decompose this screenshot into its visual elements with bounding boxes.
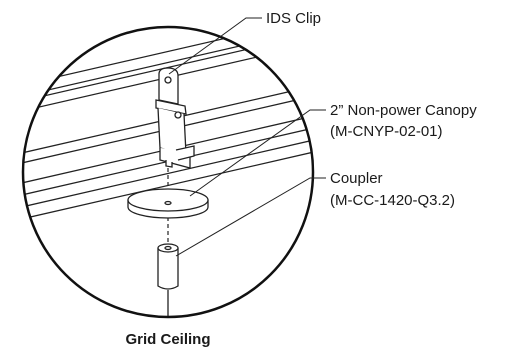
canopy-disc (127, 188, 209, 219)
canopy-part-number: (M-CNYP-02-01) (330, 123, 443, 140)
ids-clip (155, 67, 195, 169)
detail-view (23, 27, 313, 317)
coupler-part-number: (M-CC-1420-Q3.2) (330, 192, 455, 209)
leader-lines (168, 17, 326, 257)
canopy-label: 2” Non-power Canopy (330, 102, 477, 119)
detail-circle (21, 25, 315, 319)
coupler-label: Coupler (330, 170, 383, 187)
ids-clip-label: IDS Clip (266, 10, 321, 27)
coupler (157, 243, 179, 290)
diagram-caption: Grid Ceiling (125, 331, 210, 348)
